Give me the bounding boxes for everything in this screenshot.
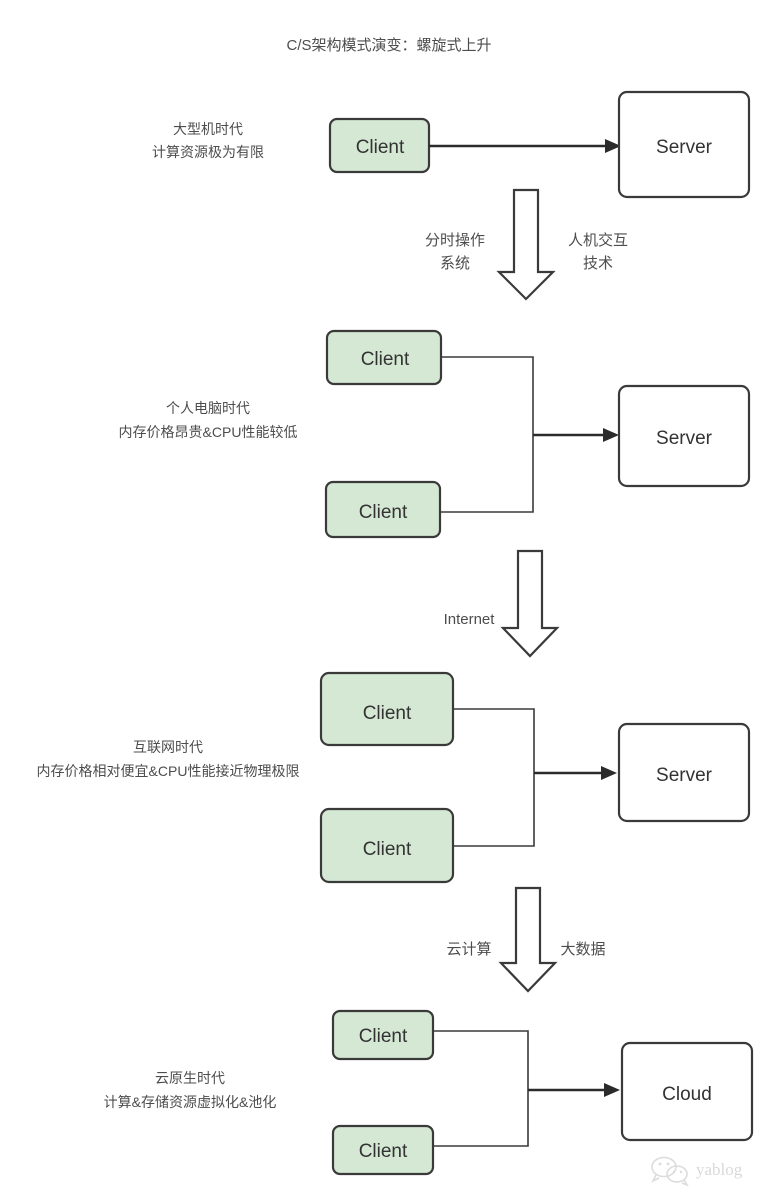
server-node-label: Server <box>656 765 713 786</box>
cloud-node-label: Cloud <box>662 1084 712 1105</box>
client-node-label: Client <box>359 502 408 523</box>
arrow-head-icon <box>605 139 621 153</box>
server-node-label: Server <box>656 137 713 158</box>
transition-right-label-line1: 人机交互 <box>568 231 628 249</box>
stage-personal-computer: 个人电脑时代 内存价格昂贵&CPU性能较低 Client Client Serv… <box>119 329 751 539</box>
client-node[interactable] <box>331 1124 435 1176</box>
transition-3: 云计算 大数据 <box>446 886 606 993</box>
era-label-line2: 内存价格昂贵&CPU性能较低 <box>119 424 298 440</box>
transition-left-label-line1: Internet <box>444 611 496 628</box>
page-title: C/S架构模式演变：螺旋式上升 <box>286 37 491 54</box>
connector-clients-trunk <box>440 356 534 513</box>
connector-clients-trunk <box>432 1030 529 1147</box>
transition-right-label-line1: 大数据 <box>560 941 605 958</box>
down-arrow-icon <box>498 886 558 993</box>
era-label-line2: 计算&存储资源虚拟化&池化 <box>104 1094 277 1110</box>
client-node-label: Client <box>361 349 410 370</box>
server-node-label: Server <box>656 428 713 449</box>
arrow-head-icon <box>604 1083 620 1097</box>
server-node[interactable] <box>617 90 751 199</box>
client-node[interactable] <box>331 1009 435 1061</box>
transition-right-label-line2: 技术 <box>583 255 613 272</box>
server-node[interactable] <box>617 722 751 823</box>
stage-mainframe: 大型机时代 计算资源极为有限 Client Server <box>152 90 751 199</box>
arrow-head-icon <box>603 428 619 442</box>
transition-1: 分时操作 系统 人机交互 技术 <box>425 188 628 301</box>
era-label-line2: 计算资源极为有限 <box>152 144 264 160</box>
arrow-head-icon <box>601 766 617 780</box>
cloud-node[interactable] <box>620 1041 754 1142</box>
era-label-line1: 个人电脑时代 <box>166 400 250 416</box>
transition-left-label-line1: 云计算 <box>446 940 491 958</box>
era-label-line1: 云原生时代 <box>155 1070 225 1086</box>
client-node-label: Client <box>363 839 412 860</box>
server-node[interactable] <box>617 384 751 488</box>
stage-cloud-native: 云原生时代 计算&存储资源虚拟化&池化 Client Client Cloud <box>104 1009 754 1176</box>
era-label-line1: 互联网时代 <box>133 739 203 755</box>
era-label-line1: 大型机时代 <box>173 121 243 137</box>
client-node-label: Client <box>356 137 405 158</box>
stage-internet: 互联网时代 内存价格相对便宜&CPU性能接近物理极限 Client Client… <box>37 671 751 884</box>
client-node-label: Client <box>359 1026 408 1047</box>
down-arrow-icon <box>500 549 560 658</box>
transition-left-label-line1: 分时操作 <box>425 232 485 249</box>
down-arrow-icon <box>496 188 556 301</box>
watermark-label: yablog <box>696 1160 743 1179</box>
transition-left-label-line2: 系统 <box>440 255 470 272</box>
client-node-label: Client <box>363 703 412 724</box>
watermark: yablog <box>651 1156 743 1187</box>
connector-clients-trunk <box>452 708 535 847</box>
transition-2: Internet <box>444 549 560 658</box>
era-label-line2: 内存价格相对便宜&CPU性能接近物理极限 <box>37 763 300 779</box>
wechat-icon <box>651 1156 689 1187</box>
client-node[interactable] <box>324 480 442 539</box>
client-node-label: Client <box>359 1141 408 1162</box>
